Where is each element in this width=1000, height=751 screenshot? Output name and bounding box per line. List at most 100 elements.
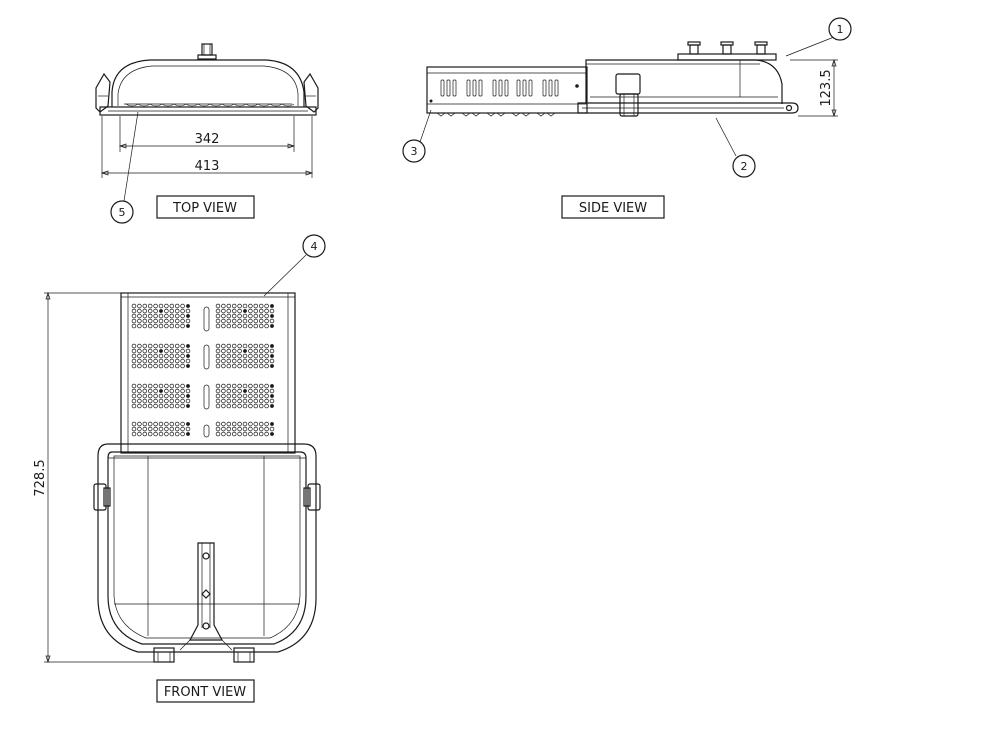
led-hole	[137, 421, 142, 427]
led-hole	[142, 358, 148, 364]
led-hole	[231, 313, 237, 319]
led-hole	[237, 353, 242, 359]
led-hole	[158, 323, 164, 329]
balloon-1-label: 1	[837, 23, 844, 36]
led-hole	[174, 318, 180, 324]
led-hole	[226, 431, 232, 437]
led-hole	[137, 398, 142, 404]
led-hole	[158, 353, 164, 359]
led-hole	[147, 398, 153, 404]
led-hole	[264, 303, 269, 309]
led-hole	[153, 393, 158, 399]
led-hole	[264, 431, 269, 437]
led-hole	[169, 431, 175, 437]
led-hole	[137, 431, 142, 437]
balloon-4-label: 4	[311, 240, 318, 253]
led-hole	[258, 383, 264, 389]
led-hole	[186, 432, 190, 436]
led-hole	[169, 421, 175, 427]
led-hole	[253, 383, 259, 389]
front-view-caption: FRONT VIEW	[164, 685, 246, 700]
led-hole	[159, 349, 163, 353]
led-hole	[158, 318, 164, 324]
led-hole	[248, 388, 253, 394]
led-hole	[164, 398, 169, 404]
led-hole	[231, 403, 237, 409]
led-hole	[226, 343, 232, 349]
led-hole	[248, 303, 253, 309]
led-hole	[248, 308, 253, 314]
led-hole	[131, 313, 137, 319]
balloon-2-label: 2	[741, 160, 748, 173]
led-hole	[164, 403, 169, 409]
led-hole	[164, 303, 169, 309]
led-hole	[221, 388, 226, 394]
led-hole	[248, 358, 253, 364]
led-hole	[142, 323, 148, 329]
led-hole	[242, 431, 248, 437]
led-hole	[237, 313, 242, 319]
led-hole	[258, 348, 264, 354]
led-hole	[137, 363, 142, 369]
led-hole	[248, 313, 253, 319]
led-hole	[242, 363, 248, 369]
led-hole	[215, 388, 221, 394]
led-hole	[180, 398, 185, 404]
led-hole	[231, 398, 237, 404]
led-hole	[169, 303, 175, 309]
led-hole	[186, 394, 190, 398]
led-hole	[164, 308, 169, 314]
led-hole	[248, 348, 253, 354]
led-hole	[164, 421, 169, 427]
led-hole	[253, 398, 259, 404]
led-hole	[169, 426, 175, 432]
led-hole	[186, 422, 190, 426]
balloon-1	[828, 17, 852, 41]
led-hole	[142, 313, 148, 319]
front-view-caption-box	[156, 679, 255, 703]
balloon-2	[732, 154, 756, 178]
led-hole	[153, 363, 158, 369]
led-hole	[264, 421, 269, 427]
led-hole	[185, 398, 191, 404]
led-hole	[186, 314, 190, 318]
led-hole	[248, 403, 253, 409]
side-view: 123.5 1 2 3 SIDE VIEW	[402, 17, 852, 219]
led-hole	[221, 398, 226, 404]
led-hole	[159, 389, 163, 393]
led-hole	[258, 303, 264, 309]
led-hole	[231, 393, 237, 399]
led-hole	[180, 303, 185, 309]
led-hole	[237, 348, 242, 354]
led-hole	[142, 318, 148, 324]
led-hole	[180, 348, 185, 354]
led-hole	[153, 308, 158, 314]
led-hole	[142, 348, 148, 354]
top-view-caption: TOP VIEW	[172, 201, 237, 216]
led-hole	[131, 358, 137, 364]
led-hole	[131, 421, 137, 427]
led-hole	[180, 388, 185, 394]
led-hole	[242, 403, 248, 409]
led-hole	[131, 393, 137, 399]
led-hole	[253, 343, 259, 349]
led-hole	[264, 403, 269, 409]
led-hole	[131, 426, 137, 432]
led-hole	[258, 358, 264, 364]
led-hole	[142, 343, 148, 349]
led-hole	[226, 421, 232, 427]
led-hole	[253, 363, 259, 369]
led-hole	[147, 353, 153, 359]
led-hole	[131, 363, 137, 369]
led-hole	[186, 364, 190, 368]
led-hole	[242, 343, 248, 349]
led-hole	[231, 323, 237, 329]
led-hole	[164, 348, 169, 354]
led-hole	[221, 353, 226, 359]
led-hole	[221, 323, 226, 329]
led-hole	[264, 383, 269, 389]
led-hole	[221, 313, 226, 319]
led-hole	[180, 403, 185, 409]
led-hole	[258, 426, 264, 432]
led-hole	[237, 426, 242, 432]
